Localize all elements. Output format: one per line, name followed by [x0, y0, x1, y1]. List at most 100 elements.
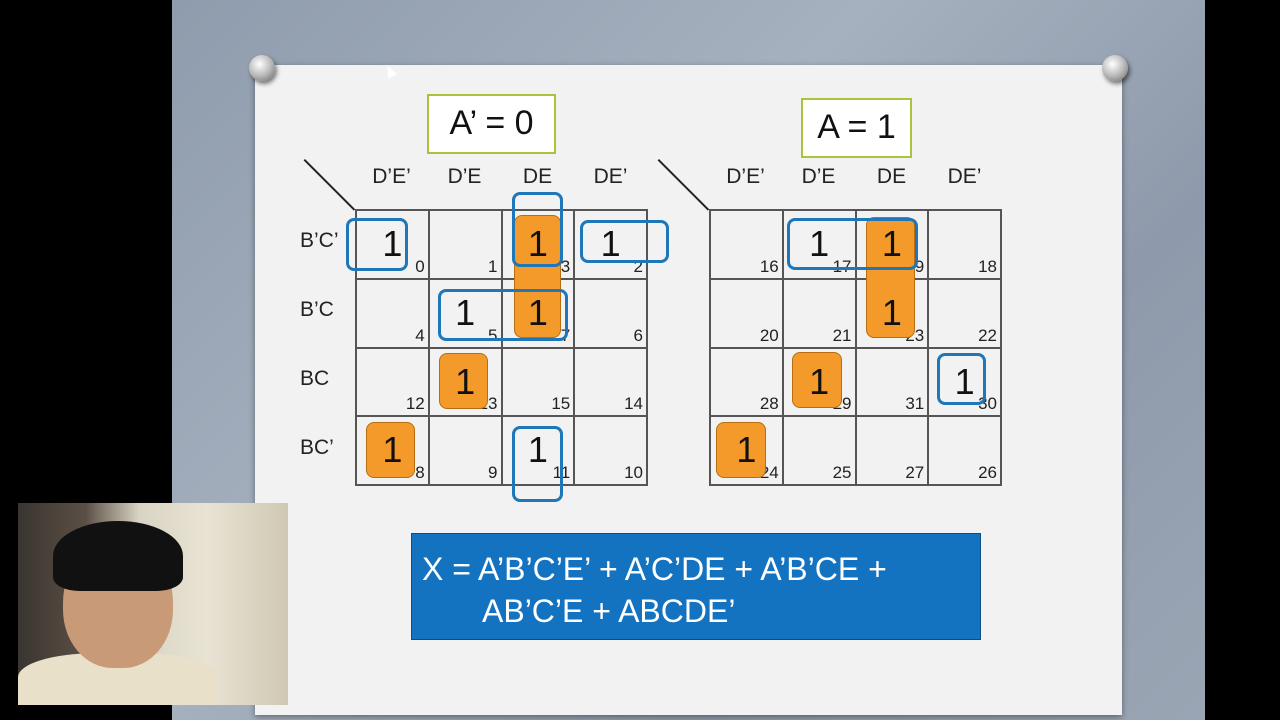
kmap-cell: 16: [710, 210, 783, 279]
group-orange-3-7: [514, 215, 561, 338]
row-header: B’C’: [300, 229, 339, 252]
cell-index: 22: [978, 325, 997, 345]
cell-value: 1: [736, 429, 757, 471]
cell-value: 1: [881, 223, 902, 264]
kmap-cell: 9: [428, 416, 502, 485]
column-header: DE’: [947, 165, 982, 188]
cell-value: 1: [809, 360, 830, 402]
kmap-cell: 27: [855, 416, 929, 485]
cell-value: 1: [600, 223, 621, 264]
row-header: BC: [300, 367, 330, 390]
column-header: D’E’: [726, 165, 765, 188]
cell-index: 20: [759, 325, 779, 345]
group-blue-3: [512, 192, 563, 267]
kmap-cell: 28: [710, 347, 783, 417]
cell-value: 1: [527, 291, 548, 333]
group-orange-8: [366, 422, 415, 478]
group-orange-24: [716, 422, 766, 478]
kmap-cell: 21: [782, 278, 856, 348]
group-blue-30: [937, 353, 986, 405]
cell-value: 1: [455, 291, 476, 333]
cell-value: 1: [527, 223, 548, 264]
kmap-cell: 20: [710, 278, 783, 348]
cell-index: 3: [560, 256, 571, 276]
cell-index: 18: [978, 256, 997, 276]
group-blue-5-7: [438, 289, 568, 341]
cell-value: 1: [382, 429, 403, 471]
cell-index: 17: [832, 256, 852, 276]
map-title-a0: A’ = 0: [427, 94, 556, 154]
cell-value: 1: [527, 429, 548, 471]
cell-index: 2: [633, 256, 643, 276]
group-orange-13: [439, 353, 488, 409]
kmap-cell: 26: [928, 416, 1001, 485]
group-blue-17-19: [787, 218, 918, 270]
cell-index: 27: [905, 463, 925, 482]
cell-value: 1: [382, 223, 403, 264]
kmap-cell: 4: [356, 278, 429, 348]
cell-index: 0: [415, 256, 425, 276]
pin-icon: [1102, 55, 1128, 81]
cell-index: 14: [624, 394, 643, 414]
cell-index: 10: [624, 463, 643, 482]
formula-line-2: AB’C’E + ABCDE’: [482, 593, 736, 629]
group-blue-11: [512, 426, 563, 502]
cell-index: 31: [905, 394, 925, 414]
pin-icon: [249, 55, 275, 81]
group-orange-19-23: [866, 217, 915, 338]
cell-index: 5: [488, 325, 498, 345]
kmap-cell: 18: [928, 210, 1001, 279]
row-header: BC’: [300, 436, 334, 459]
column-header: D’E’: [372, 165, 411, 188]
kmap-cell: 10: [574, 416, 647, 485]
column-header: DE: [876, 165, 907, 188]
cell-index: 26: [978, 463, 997, 482]
column-header: DE: [522, 165, 553, 188]
kmap-cell: 12: [356, 347, 429, 417]
cell-index: 21: [832, 325, 852, 345]
kmap-grid: 16117119182021123222812931130124252726: [709, 209, 1002, 486]
column-header: D’E: [447, 165, 482, 188]
cell-index: 8: [415, 463, 425, 482]
kmap-cell: 15: [501, 347, 575, 417]
cell-index: 16: [759, 256, 779, 276]
group-orange-29: [792, 352, 842, 408]
kmap-cell: 31: [855, 347, 929, 417]
kmap-cell: 1: [428, 210, 502, 279]
cell-index: 25: [832, 463, 852, 482]
formula-line-1: X = A’B’C’E’ + A’C’DE + A’B’CE +: [422, 551, 887, 587]
webcam-overlay: [18, 503, 288, 705]
cell-index: 15: [551, 394, 571, 414]
kmap-cell: 22: [928, 278, 1001, 348]
cell-index: 9: [488, 463, 498, 482]
cell-value: 1: [881, 291, 902, 333]
cell-value: 1: [954, 360, 975, 402]
column-header: D’E: [801, 165, 836, 188]
group-blue-2: [580, 220, 669, 263]
kmap-cell: 6: [574, 278, 647, 348]
kmap-cell: 14: [574, 347, 647, 417]
cell-index: 1: [488, 256, 498, 276]
cell-index: 28: [759, 394, 779, 414]
cell-value: 1: [455, 360, 476, 402]
formula-box: X = A’B’C’E’ + A’C’DE + A’B’CE + AB’C’E …: [411, 533, 981, 640]
cell-index: 12: [405, 394, 425, 414]
cell-index: 6: [633, 325, 643, 345]
cell-index: 4: [415, 325, 425, 345]
group-blue-0: [346, 218, 408, 271]
column-header: DE’: [593, 165, 628, 188]
map-title-a1: A = 1: [801, 98, 912, 158]
kmap-cell: 25: [782, 416, 856, 485]
row-header: B’C: [300, 298, 334, 321]
